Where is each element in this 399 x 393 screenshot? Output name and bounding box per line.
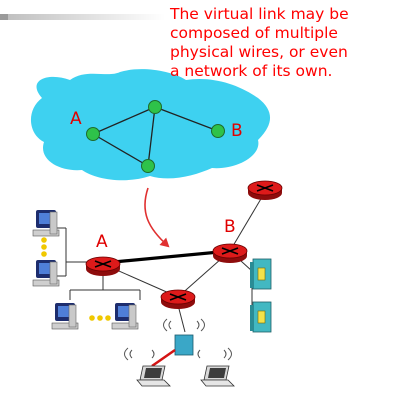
wireless-link <box>151 348 176 368</box>
wireless-access-point-icon <box>163 318 205 356</box>
router-icon <box>85 256 121 276</box>
desktop-computer-middle <box>32 260 60 287</box>
physical-virtual-link <box>102 249 231 265</box>
router-bottom <box>160 289 196 309</box>
server-icon <box>250 258 272 290</box>
annotation-line-2: composed of multiple <box>170 24 338 42</box>
annotation-line-1: The virtual link may be <box>170 5 349 23</box>
virtual-nodes <box>86 100 225 173</box>
server-icon <box>250 301 272 333</box>
annotation-line-4: a network of its own. <box>170 62 333 80</box>
annotation-line-3: physical wires, or even <box>170 43 348 61</box>
desktop-computer-icon <box>111 303 139 330</box>
desktop-computer-bottom-left <box>51 303 79 330</box>
virtual-node-top <box>148 100 162 114</box>
desktop-computer-icon <box>32 260 60 287</box>
server-top <box>250 258 272 290</box>
slide-top-accent <box>0 14 8 20</box>
laptop-right <box>200 365 235 387</box>
wireless-access-point <box>163 318 205 356</box>
virtual-node-b-label: B <box>231 121 243 141</box>
router-top <box>247 180 283 200</box>
router-b-label: B <box>224 217 236 237</box>
virtual-node-a-label: A <box>70 109 82 129</box>
router-icon <box>212 243 248 263</box>
virtual-node-b <box>211 124 225 138</box>
virtual-network-cloud <box>30 69 271 181</box>
router-icon <box>247 180 283 200</box>
annotation-text: The virtual link may be composed of mult… <box>170 5 398 81</box>
desktop-computer-top <box>32 210 60 237</box>
mapping-arrow <box>144 187 170 248</box>
router-icon <box>160 289 196 309</box>
ellipsis-dots-vertical <box>41 237 47 257</box>
virtual-node-bottom <box>141 159 155 173</box>
router-a-label: A <box>96 232 108 252</box>
virtual-links <box>92 106 219 167</box>
virtual-node-a <box>86 127 100 141</box>
slide-top-bar <box>0 14 165 20</box>
desktop-computer-icon <box>51 303 79 330</box>
server-bottom <box>250 301 272 333</box>
laptop-left-signal <box>124 347 155 361</box>
ellipsis-dots-horizontal <box>89 315 111 321</box>
router-b <box>212 243 248 263</box>
laptop-right-signal <box>197 347 232 361</box>
desktop-computer-icon <box>32 210 60 237</box>
laptop-icon <box>136 365 171 387</box>
laptop-left <box>136 365 171 387</box>
router-a <box>85 256 121 276</box>
desktop-computer-bottom-right <box>111 303 139 330</box>
laptop-icon <box>200 365 235 387</box>
